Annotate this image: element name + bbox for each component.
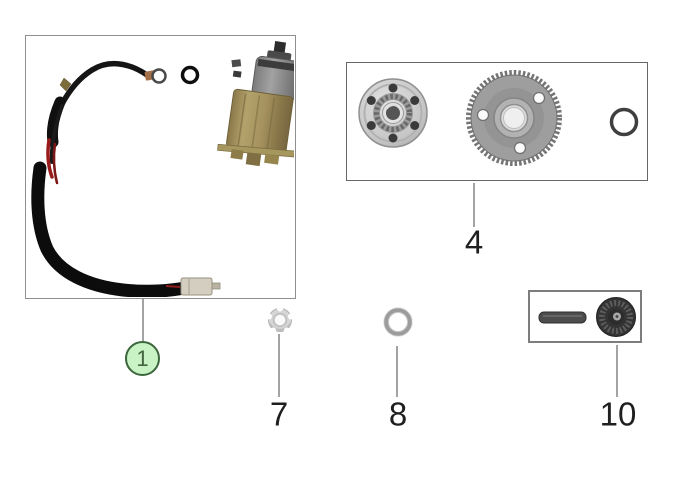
dowel-pin: [538, 311, 587, 324]
battery-cable: [31, 61, 221, 297]
leader-line-10: [616, 345, 618, 397]
pinion-gear: [596, 297, 636, 337]
clutch-gear-set-illustration: [358, 70, 639, 166]
starter-driven-gear: [466, 70, 562, 166]
part-number-1: 1: [136, 345, 149, 371]
o-ring: [180, 65, 200, 85]
pinion-teeth: [599, 300, 633, 334]
starter-motor-assembly-illustration: [31, 41, 294, 297]
part-callout-1-selected[interactable]: 1: [125, 341, 160, 376]
main-cable-run: [31, 161, 192, 297]
ring-terminal: [151, 68, 167, 84]
starter-clutch: [358, 78, 428, 148]
part-group-box-4: [346, 62, 648, 181]
clutch-bolts: [366, 83, 420, 143]
part-number-4: 4: [464, 223, 484, 261]
part-group-box-10: [528, 290, 642, 343]
part-number-7: 7: [269, 395, 289, 433]
leader-line-7: [278, 334, 280, 397]
lock-nut-illustration: [266, 305, 294, 334]
connector-pin: [211, 282, 221, 290]
red-trace: [165, 285, 181, 288]
part-group-box-1: [25, 35, 296, 299]
snap-ring: [609, 107, 639, 137]
motor-body: [226, 88, 294, 155]
gear-hole: [532, 91, 546, 105]
motor-terminal: [231, 59, 242, 68]
starter-motor: [217, 41, 294, 167]
gear-bore: [503, 107, 525, 129]
part-number-8: 8: [388, 395, 408, 433]
gear-teeth: [466, 70, 562, 166]
red-wire: [46, 138, 54, 179]
clutch-rollers: [374, 94, 412, 132]
gear-hole: [513, 141, 527, 155]
mount-bracket: [217, 143, 294, 159]
pinion-gear-pin-illustration: [538, 297, 636, 337]
cable-connector: [180, 277, 213, 296]
leader-line-4: [473, 183, 475, 227]
part-number-10: 10: [599, 395, 637, 433]
red-wire-2: [52, 142, 59, 185]
clutch-bore: [386, 106, 400, 120]
gear-hole: [476, 108, 490, 122]
leader-line-1: [142, 299, 144, 342]
leader-line-8: [396, 346, 398, 397]
washer-illustration: [383, 307, 413, 337]
cable-clip: [59, 77, 72, 92]
nut-notches: [266, 305, 294, 334]
